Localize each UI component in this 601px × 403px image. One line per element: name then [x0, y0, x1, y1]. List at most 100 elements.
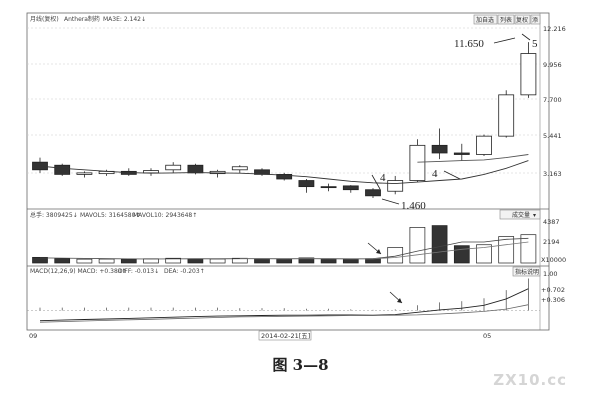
high-annotation: 11.650 [454, 38, 484, 50]
volume-header-ma5: MAVOL5: 3164580↑ [80, 212, 140, 219]
macd-y-ticks: 1.00 +0.702 +0.306 [541, 270, 565, 304]
price-header-stock: Anthera制药 [64, 15, 100, 23]
macd-dea-line [39, 304, 529, 323]
x-label-end: 05 [483, 332, 491, 340]
price-ma-line [39, 160, 529, 185]
candle [453, 152, 470, 155]
wave-4-arrow-a [371, 174, 381, 190]
macd-y-tick-2: +0.702 [541, 286, 565, 294]
volume-bar [76, 258, 93, 264]
volume-bars [32, 225, 537, 264]
price-y-tick-5: 3.163 [543, 170, 562, 178]
price-header-label: 月线(复权) [30, 15, 59, 23]
add-button[interactable] [530, 14, 541, 25]
volume-ma-lines [39, 237, 529, 260]
wave-4-arrow-b [443, 170, 461, 180]
volume-bar [209, 258, 226, 264]
volume-bar [387, 247, 404, 264]
volume-dropdown-label: 成交量 [512, 211, 530, 219]
macd-annotation [389, 291, 403, 304]
candle [387, 180, 404, 192]
candle [143, 170, 159, 174]
candle [54, 164, 71, 175]
volume-bar [342, 258, 359, 264]
stock-chart: 月线(复权) Anthera制药 MA3E: 2.142↓ 加自选 列表 复权 … [26, 12, 566, 341]
price-ma-lines [39, 154, 529, 185]
volume-bar [143, 258, 159, 264]
volume-bar [254, 258, 270, 264]
macd-y-tick-1: 1.00 [543, 270, 557, 278]
volume-bar [98, 258, 115, 264]
macd-header-diff: DIFF: -0.013↓ [118, 268, 159, 275]
wave-5-arrow [521, 33, 531, 41]
candle [231, 166, 248, 171]
volume-y-tick-1: 4387 [543, 218, 560, 226]
volume-bar [32, 256, 48, 264]
figure-caption: 图 3—8 [272, 356, 329, 374]
volume-bar [520, 234, 537, 264]
macd-header-main: MACD(12,26,9) MACD: +0.380↑ [30, 268, 127, 275]
volume-bar [120, 258, 137, 264]
price-annotations: 11.650 5 1.460 4 4 [371, 33, 538, 212]
x-axis-labels: 09 2014-02-21[五] 05 [29, 330, 491, 341]
wave-4-label-b: 4 [432, 168, 438, 180]
candle [342, 185, 359, 191]
wave-5-label: 5 [532, 38, 538, 50]
price-y-ticks: 12.216 9.956 7.700 5.441 3.163 [543, 25, 566, 178]
candle [298, 180, 315, 188]
list-button[interactable] [497, 14, 515, 25]
add-watchlist-button[interactable] [473, 14, 498, 25]
candle [476, 135, 492, 155]
candle [187, 164, 204, 174]
macd-lines [27, 278, 540, 323]
volume-bar [231, 257, 248, 264]
macd-diff-line [39, 288, 529, 322]
volume-bar [409, 227, 426, 264]
low-annotation: 1.460 [401, 200, 426, 212]
candle [498, 94, 515, 137]
restore-rights-button[interactable] [514, 14, 531, 25]
x-label-start: 09 [29, 332, 37, 340]
indicator-help-button[interactable] [512, 266, 541, 277]
volume-bar [165, 257, 182, 264]
candle [365, 189, 381, 197]
volume-y-ticks: 4387 2194 X10000 [541, 218, 566, 264]
price-y-tick-4: 5.441 [543, 132, 562, 140]
volume-bar [320, 258, 337, 264]
volume-bar [453, 245, 470, 264]
candle [32, 161, 48, 171]
indicator-help-label: 指标说明 [515, 268, 539, 276]
macd-header-dea: DEA: -0.203↑ [164, 268, 205, 275]
volume-header-total: 总手: 3809425↓ [30, 211, 78, 219]
volume-y-tick-2: 2194 [543, 238, 560, 246]
volume-bar [498, 236, 515, 264]
macd-y-tick-3: +0.306 [541, 296, 565, 304]
price-buttons: 加自选 列表 复权 添 [473, 14, 541, 25]
site-watermark: ZX10.cc [493, 371, 567, 389]
high-arrow [493, 37, 516, 44]
volume-bar [365, 258, 381, 264]
volume-bar [476, 244, 492, 264]
price-y-tick-1: 12.216 [543, 25, 566, 33]
restore-rights-label: 复权 [516, 16, 528, 24]
candle [431, 144, 448, 154]
volume-dropdown[interactable] [499, 209, 541, 220]
low-arrow [381, 198, 400, 205]
candle [320, 186, 337, 189]
chevron-down-icon: ▾ [533, 212, 536, 219]
chart-frame [26, 12, 550, 331]
volume-bar [298, 257, 315, 264]
price-ma-line-2 [417, 154, 529, 163]
list-label: 列表 [500, 16, 512, 24]
volume-ma10-line [239, 241, 529, 260]
x-label-date: 2014-02-21[五] [261, 332, 310, 340]
price-header-ma: MA3E: 2.142↓ [103, 16, 146, 23]
x-label-date-box [258, 330, 312, 341]
add-label: 添 [532, 16, 538, 24]
add-watchlist-label: 加自选 [476, 16, 494, 24]
wave-4-label-a: 4 [380, 172, 386, 184]
volume-header-ma10: MAVOL10: 2943648↑ [133, 212, 197, 219]
volume-y-tick-3: X10000 [541, 256, 566, 264]
volume-bar [54, 258, 71, 264]
volume-bar [187, 258, 204, 264]
